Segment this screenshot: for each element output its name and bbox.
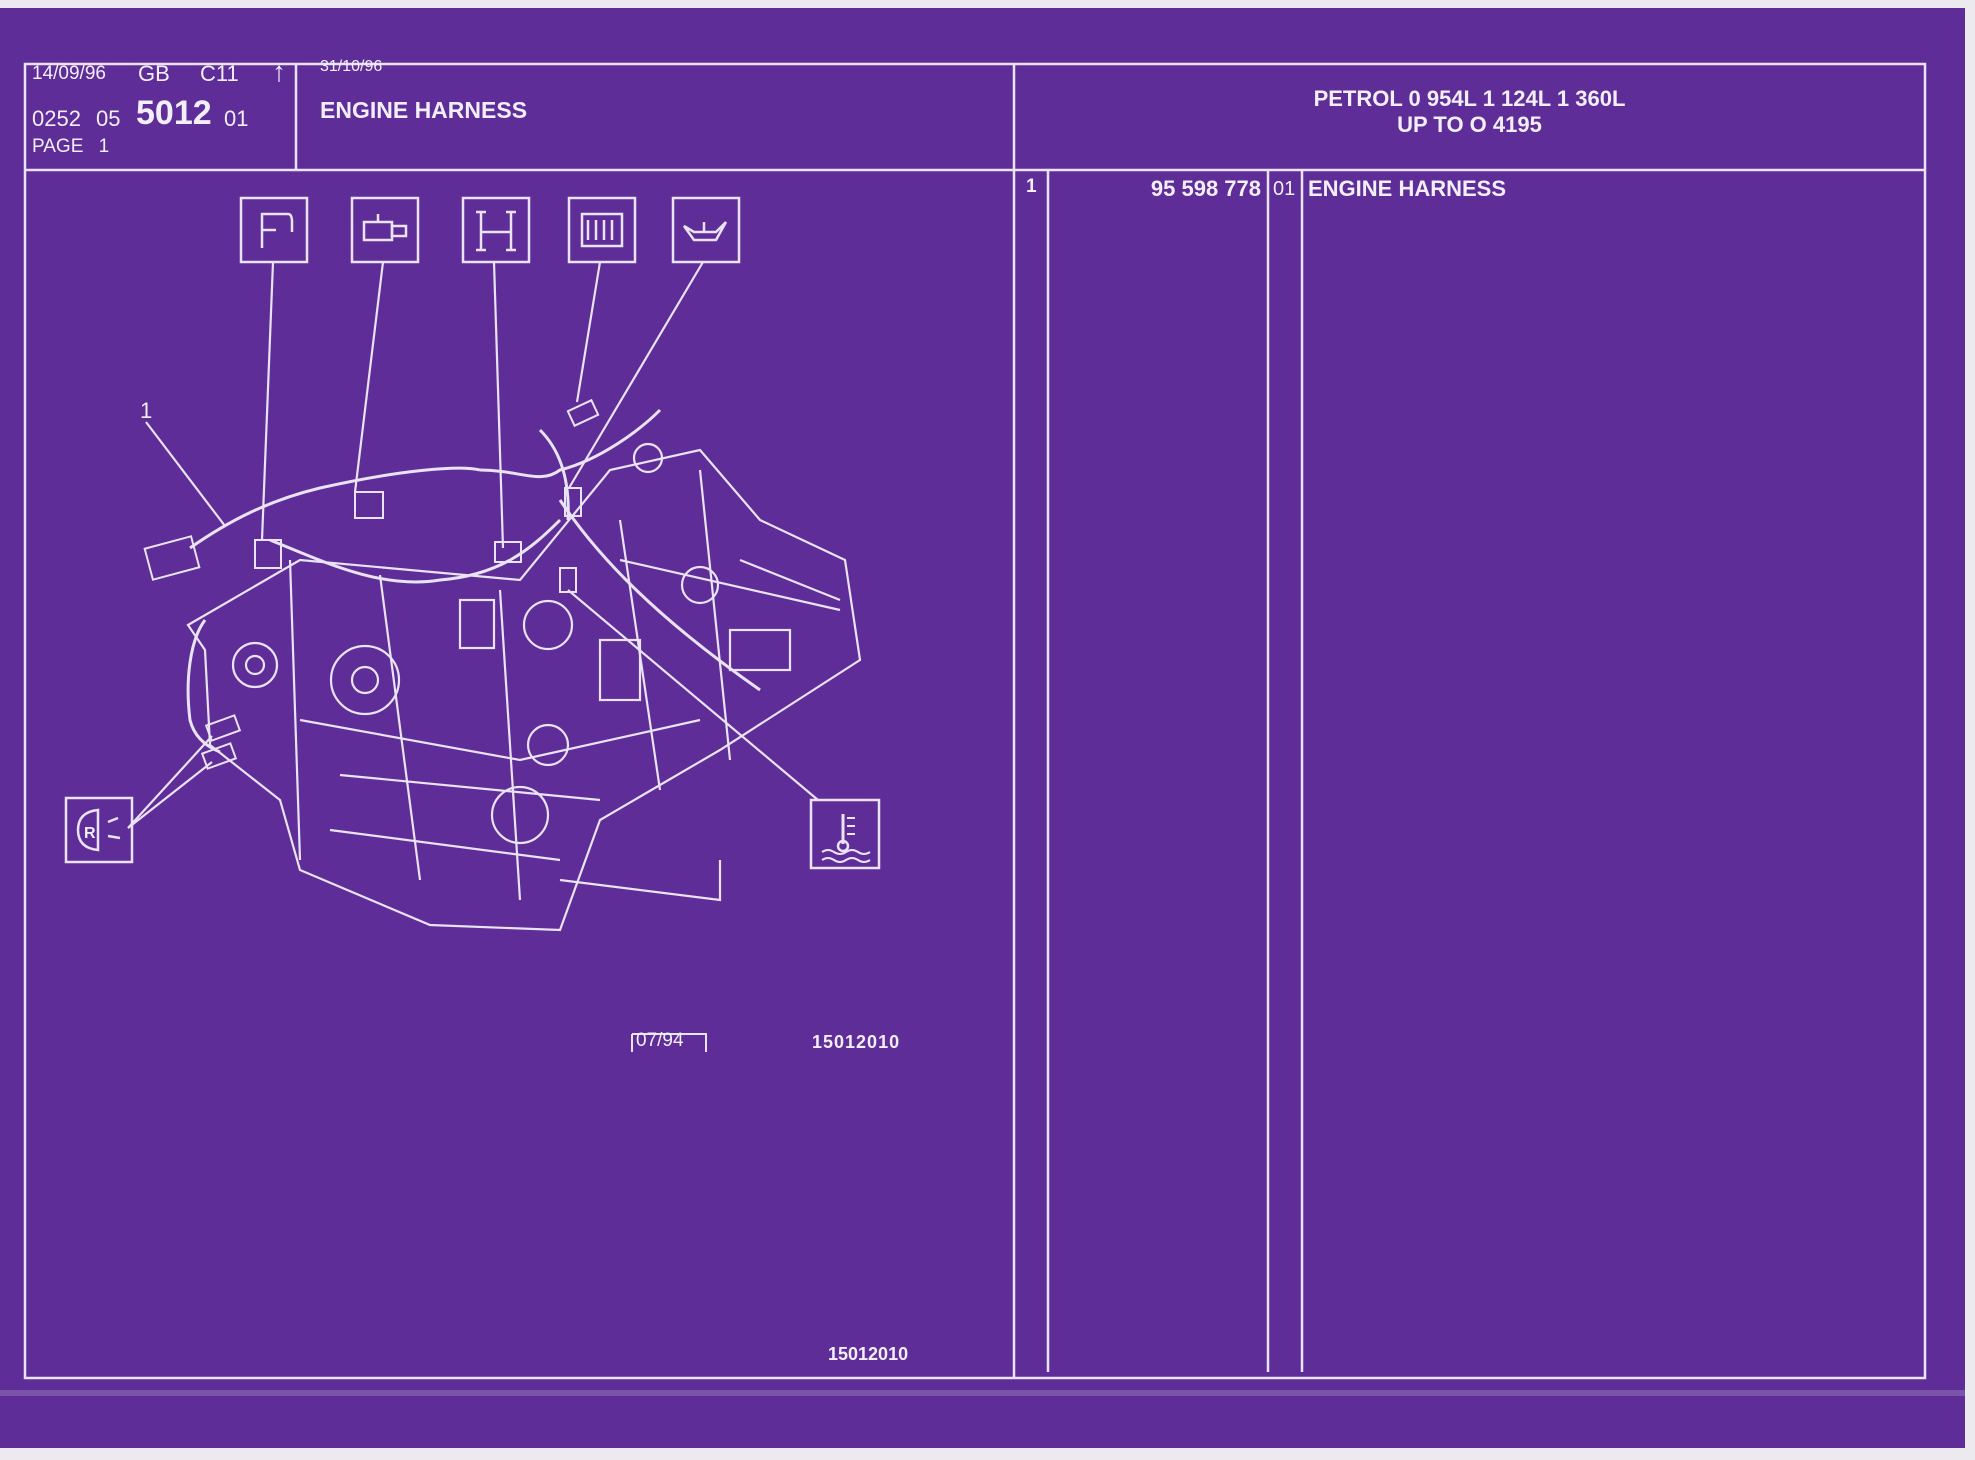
ref-suffix: 01 — [224, 106, 249, 131]
connectors — [143, 398, 600, 770]
language-code: GB — [138, 61, 170, 86]
ignition-coil-icon — [350, 196, 420, 264]
engine-drawing — [186, 442, 862, 932]
ref-group: 05 — [96, 106, 121, 131]
row-item-number: 1 — [1026, 176, 1037, 197]
page-label: PAGE 1 — [32, 136, 109, 158]
ref-main: 5012 — [136, 94, 212, 132]
distributor-icon — [461, 196, 531, 264]
diagram-date-tag: 07/94 — [636, 1030, 684, 1051]
figure-reference: 15012010 — [812, 1032, 901, 1052]
date-tag-frame — [631, 1033, 707, 1052]
page-number: 1 — [98, 136, 110, 157]
wiring-harness — [186, 408, 761, 754]
callout-item-1: 1 — [140, 398, 153, 423]
page-label-text: PAGE — [32, 136, 84, 157]
row-quantity: 01 — [1273, 178, 1296, 200]
arrow-up-icon: ↑ — [272, 56, 286, 87]
leader-lines — [127, 261, 819, 829]
revision-date: 31/10/96 — [320, 58, 383, 75]
fuel-pump-icon — [239, 196, 309, 264]
row-part-number: 95 598 778 — [1150, 176, 1261, 201]
reverse-light-icon: R — [64, 796, 134, 864]
issue-date: 14/09/96 — [32, 63, 106, 84]
svg-text:R: R — [84, 825, 96, 842]
application-line-2: UP TO O 4195 — [1397, 112, 1542, 137]
alternator-icon — [567, 196, 637, 264]
figure-reference-bottom: 15012010 — [828, 1344, 909, 1364]
oil-pressure-icon — [671, 196, 741, 264]
coolant-temperature-icon — [809, 798, 881, 870]
application-line-1: PETROL 0 954L 1 124L 1 360L — [1313, 86, 1626, 111]
ref-prefix: 0252 — [32, 106, 81, 131]
model-code: C11 — [200, 61, 239, 86]
page-title: ENGINE HARNESS — [320, 97, 528, 123]
parts-catalogue-sheet — [0, 8, 1965, 1448]
row-description: ENGINE HARNESS — [1308, 176, 1507, 201]
